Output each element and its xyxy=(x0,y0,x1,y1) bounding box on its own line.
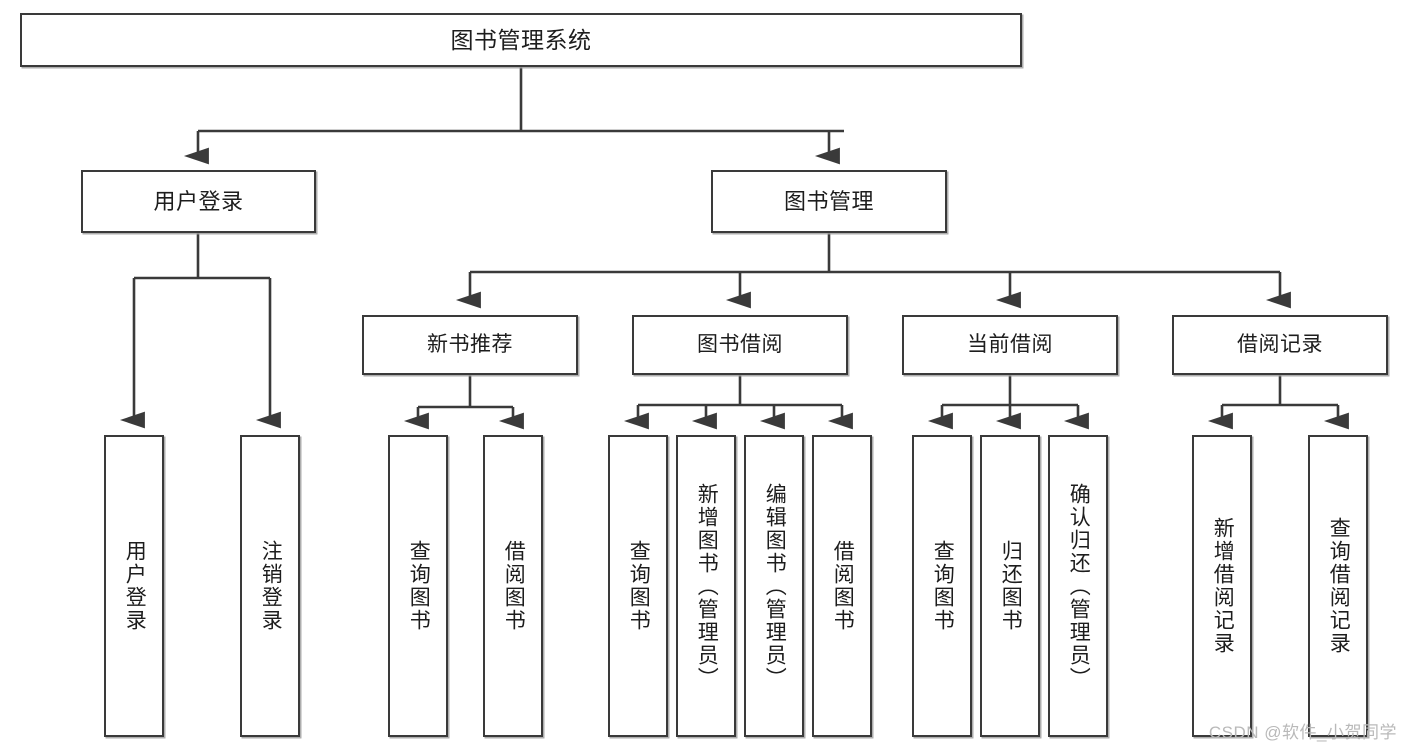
node-label: 用户登录 xyxy=(123,540,147,632)
node-label: 新书推荐 xyxy=(427,332,513,356)
leaf-query-book-current[interactable]: 查询图书 xyxy=(912,435,972,737)
leaf-borrow-book-recommend[interactable]: 借阅图书 xyxy=(483,435,543,737)
node-label: 查询图书 xyxy=(627,540,651,632)
node-label: 查询图书 xyxy=(931,540,955,632)
leaf-query-borrow-record[interactable]: 查询借阅记录 xyxy=(1308,435,1368,737)
leaf-query-book-recommend[interactable]: 查询图书 xyxy=(388,435,448,737)
leaf-return-book[interactable]: 归还图书 xyxy=(980,435,1040,737)
node-new-book-recommend[interactable]: 新书推荐 xyxy=(362,315,578,375)
node-label: 查询借阅记录 xyxy=(1327,517,1351,655)
node-label: 新增图书（管理员） xyxy=(695,482,719,690)
node-label: 借阅记录 xyxy=(1237,332,1323,356)
leaf-add-book-admin[interactable]: 新增图书（管理员） xyxy=(676,435,736,737)
node-label: 图书管理系统 xyxy=(450,26,592,53)
leaf-confirm-return-admin[interactable]: 确认归还（管理员） xyxy=(1048,435,1108,737)
node-user-login[interactable]: 用户登录 xyxy=(81,170,316,233)
node-current-borrow[interactable]: 当前借阅 xyxy=(902,315,1118,375)
leaf-query-book-borrow[interactable]: 查询图书 xyxy=(608,435,668,737)
node-label: 借阅图书 xyxy=(502,540,526,632)
node-book-management[interactable]: 图书管理 xyxy=(711,170,947,233)
node-label: 图书管理 xyxy=(783,188,874,214)
node-label: 注销登录 xyxy=(259,540,283,632)
leaf-logout[interactable]: 注销登录 xyxy=(240,435,300,737)
node-label: 归还图书 xyxy=(999,540,1023,632)
leaf-user-login[interactable]: 用户登录 xyxy=(104,435,164,737)
node-label: 当前借阅 xyxy=(967,332,1053,356)
node-root-book-management-system[interactable]: 图书管理系统 xyxy=(20,13,1022,67)
node-label: 新增借阅记录 xyxy=(1211,517,1235,655)
node-label: 查询图书 xyxy=(407,540,431,632)
leaf-borrow-book[interactable]: 借阅图书 xyxy=(812,435,872,737)
node-label: 用户登录 xyxy=(153,188,244,214)
watermark: CSDN @软件_小贺同学 xyxy=(1208,723,1397,742)
node-borrow-record[interactable]: 借阅记录 xyxy=(1172,315,1388,375)
leaf-add-borrow-record[interactable]: 新增借阅记录 xyxy=(1192,435,1252,737)
node-label: 确认归还（管理员） xyxy=(1067,482,1091,690)
node-label: 编辑图书（管理员） xyxy=(763,482,787,690)
node-book-borrow[interactable]: 图书借阅 xyxy=(632,315,848,375)
leaf-edit-book-admin[interactable]: 编辑图书（管理员） xyxy=(744,435,804,737)
node-label: 借阅图书 xyxy=(831,540,855,632)
node-label: 图书借阅 xyxy=(697,332,783,356)
